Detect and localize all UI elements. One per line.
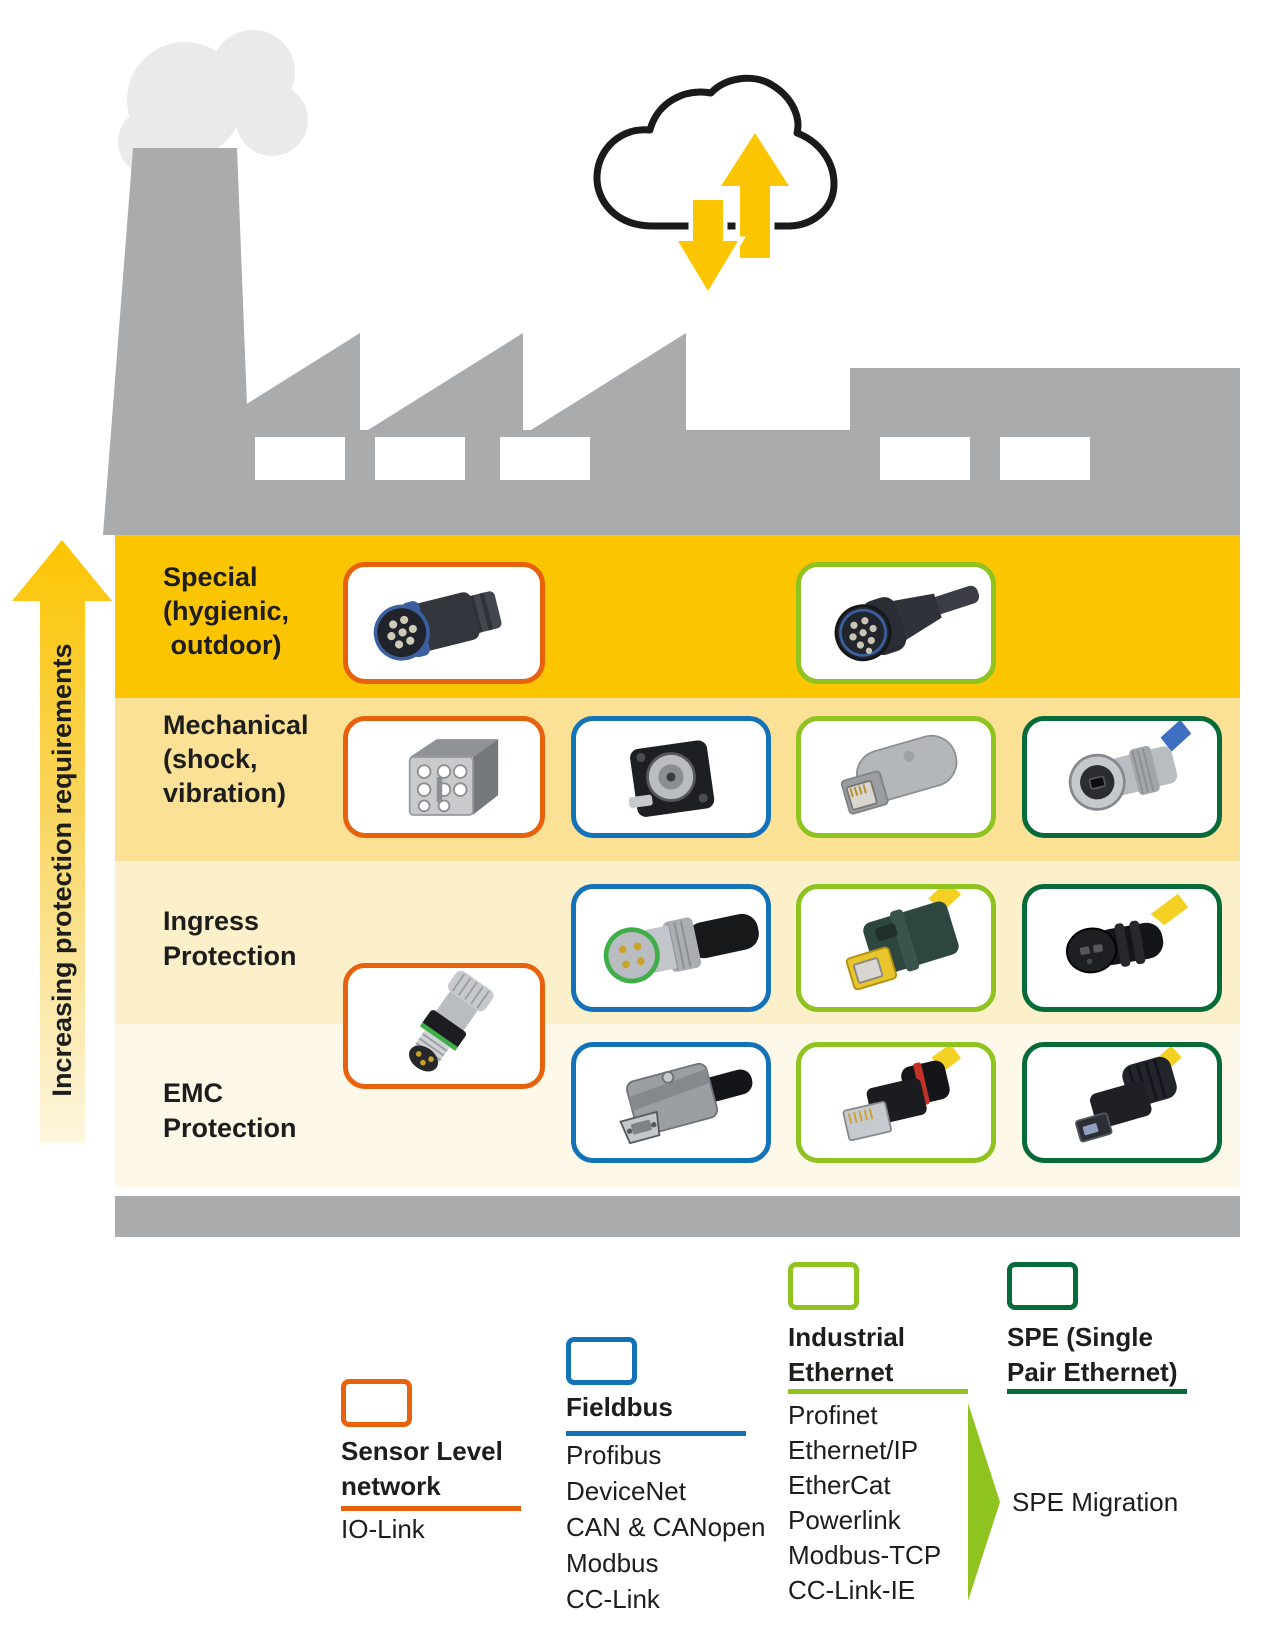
spe-migration-label: SPE Migration	[1012, 1487, 1179, 1517]
legend-swatch-sensor-network	[341, 1379, 412, 1427]
legend-item-can-canopen: CAN & CANopen	[566, 1512, 766, 1542]
row-label-mechanical: Mechanical (shock, vibration)	[163, 710, 309, 808]
factory-scene	[103, 30, 1240, 535]
factory-windows	[255, 437, 1090, 480]
axis-label: Increasing protection requirements	[47, 643, 77, 1097]
card-mechanical-spe	[1022, 716, 1222, 838]
legend-item-ethercat: EtherCat	[788, 1470, 891, 1500]
download-arrow-icon	[670, 195, 746, 300]
legend-title-sensor-network: Sensor Level network	[341, 1436, 503, 1501]
spe-plug-photo	[1075, 1047, 1182, 1143]
card-ingress-industrial-ethernet	[796, 884, 996, 1012]
legend-swatch-industrial-ethernet	[788, 1262, 859, 1310]
legend-underline-spe	[1007, 1389, 1187, 1394]
legend-item-profinet: Profinet	[788, 1400, 878, 1430]
spe-migration-arrow-icon	[968, 1403, 1000, 1601]
card-iolink-sensor-network	[343, 963, 545, 1089]
band-special	[115, 535, 1240, 698]
round-sealed-connector-photo	[834, 585, 980, 662]
dsub-metal-connector-photo	[619, 1062, 753, 1145]
card-ingress-fieldbus	[571, 884, 771, 1012]
card-mechanical-industrial-ethernet	[796, 716, 996, 838]
legend-underline-industrial-ethernet	[788, 1389, 968, 1394]
upload-arrow-icon	[712, 124, 798, 263]
legend-item-devicenet: DeviceNet	[566, 1476, 686, 1506]
chassis-connector-photo	[628, 740, 715, 817]
card-ingress-spe	[1022, 884, 1222, 1012]
card-emc-fieldbus	[571, 1042, 771, 1163]
legend-item-iolink: IO-Link	[341, 1514, 425, 1544]
legend-underline-sensor-network	[341, 1506, 521, 1511]
legend-item-cclink-ie: CC-Link-IE	[788, 1575, 916, 1605]
diecast-sleeve-rj45-photo	[840, 734, 958, 815]
legend-swatch-spe	[1007, 1262, 1078, 1310]
round-multipin-connector-photo	[373, 591, 502, 661]
rectangular-connector-photo	[408, 739, 499, 816]
factory-icon	[205, 333, 1240, 535]
legend-item-powerlink: Powerlink	[788, 1505, 901, 1535]
card-special-industrial-ethernet	[796, 562, 996, 684]
legend-item-cclink: CC-Link	[566, 1584, 660, 1614]
legend-swatch-fieldbus	[566, 1337, 637, 1385]
m12-connector-photo	[603, 913, 759, 984]
legend-title-industrial-ethernet: Industrial Ethernet	[788, 1322, 906, 1387]
card-emc-industrial-ethernet	[796, 1042, 996, 1163]
shielded-rj45-plug-photo	[842, 1047, 962, 1142]
row-label-ingress: Ingress Protection	[163, 906, 297, 971]
sealed-rj45-plug-photo	[845, 889, 962, 991]
card-mechanical-sensor-network	[343, 716, 545, 838]
metal-round-connector-blue-cable-photo	[1068, 721, 1192, 811]
legend-item-modbus: Modbus	[566, 1548, 659, 1578]
row-label-emc: EMC Protection	[163, 1078, 297, 1143]
legend-title-spe: SPE (Single Pair Ethernet)	[1007, 1322, 1178, 1387]
m8-connector-photo	[409, 970, 494, 1072]
legend-item-profibus: Profibus	[566, 1440, 662, 1470]
protection-axis-arrow	[12, 540, 112, 1143]
legend-item-modbus-tcp: Modbus-TCP	[788, 1540, 942, 1570]
card-special-sensor-network	[343, 562, 545, 684]
factory-base-bar	[115, 1196, 1240, 1237]
compact-sealed-spe-connector-photo	[1065, 893, 1189, 974]
card-mechanical-fieldbus	[571, 716, 771, 838]
row-label-special: Special (hygienic, outdoor)	[163, 562, 290, 660]
legend-title-fieldbus: Fieldbus	[566, 1392, 673, 1422]
legend-item-ethernet-ip: Ethernet/IP	[788, 1435, 919, 1465]
legend-underline-fieldbus	[566, 1431, 746, 1436]
card-emc-spe	[1022, 1042, 1222, 1163]
